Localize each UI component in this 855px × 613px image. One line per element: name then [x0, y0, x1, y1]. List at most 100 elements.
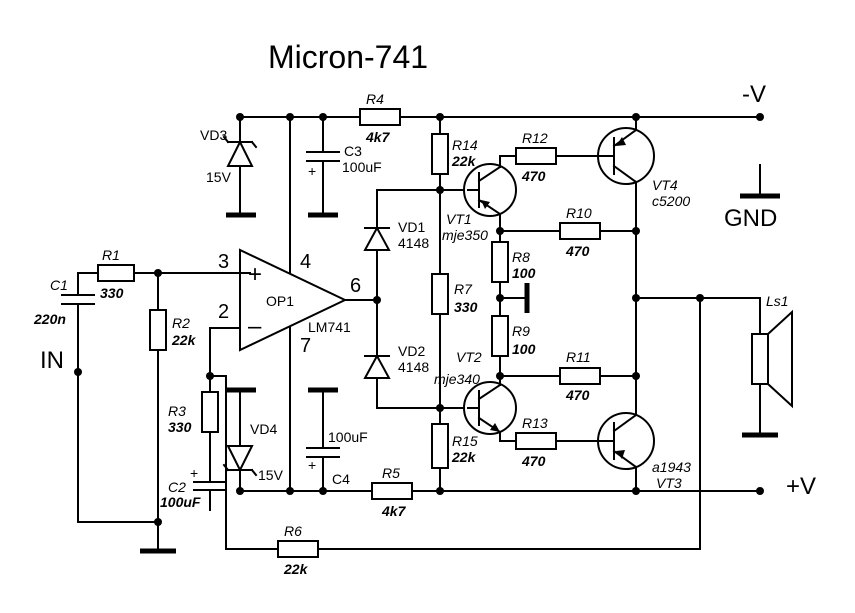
r4-value: 4k7 [365, 129, 391, 145]
vt1-ref: VT1 [446, 211, 472, 227]
r5-ref: R5 [382, 465, 400, 481]
opamp-pin6: 6 [350, 275, 361, 297]
opamp-op1 [209, 116, 378, 492]
opamp-minus: – [248, 313, 262, 340]
resistor-r5 [371, 482, 413, 500]
r14-value: 22k [451, 153, 477, 169]
r12-ref: R12 [522, 130, 548, 146]
capacitor-c3 [306, 116, 340, 215]
resistor-r10 [499, 222, 637, 240]
r1-value: 330 [100, 285, 124, 301]
input-label: IN [40, 347, 64, 374]
c3-ref: C3 [344, 143, 362, 159]
schematic-title: Micron-741 [268, 39, 428, 75]
vt3-part: a1943 [652, 459, 691, 475]
resistor-r1 [97, 264, 251, 282]
c1-value: 220n [33, 311, 66, 327]
positive-rail-label: +V [786, 473, 816, 500]
c2-ref: C2 [168, 479, 186, 495]
zener-vd4 [222, 390, 258, 492]
opamp-part: LM741 [308, 319, 351, 335]
ls1-ref: Ls1 [766, 293, 789, 309]
r6-value: 22k [283, 561, 309, 577]
r6-ref: R6 [284, 523, 302, 539]
r4-ref: R4 [366, 91, 384, 107]
r13-value: 470 [521, 453, 546, 469]
r2-ref: R2 [172, 315, 190, 331]
capacitor-c2 [193, 481, 227, 511]
r11-value: 470 [565, 387, 590, 403]
r8-value: 100 [512, 265, 536, 281]
transistor-vt2 [463, 375, 517, 442]
vd4-ref: VD4 [250, 421, 277, 437]
c2-polarity: + [190, 465, 198, 481]
resistor-r12 [515, 147, 601, 165]
capacitor-c4 [306, 390, 340, 492]
vd1-value: 4148 [398, 235, 429, 251]
opamp-pin3: 3 [218, 251, 229, 273]
resistor-r3 [201, 375, 219, 481]
r7-ref: R7 [454, 281, 473, 297]
c1-ref: C1 [50, 277, 68, 293]
c4-ref: C4 [332, 471, 350, 487]
resistor-r15 [431, 423, 449, 492]
r9-ref: R9 [512, 323, 530, 339]
opamp-pin2: 2 [218, 301, 229, 323]
r7-value: 330 [454, 299, 478, 315]
c3-polarity: + [308, 163, 316, 179]
opamp-plus: + [248, 261, 262, 288]
pos-rail-terminal [756, 487, 764, 495]
opamp-pin4: 4 [300, 251, 311, 273]
resistor-r2 [149, 272, 167, 551]
vd3-value: 15V [206, 169, 232, 185]
vd4-value: 15V [258, 467, 284, 483]
vt2-part: mje340 [434, 371, 480, 387]
vd2-value: 4148 [398, 359, 429, 375]
gnd-label: GND [724, 205, 777, 232]
c4-polarity: + [308, 457, 316, 473]
resistor-r9 [491, 315, 509, 377]
r2-value: 22k [171, 332, 197, 348]
r3-ref: R3 [168, 403, 186, 419]
r8-ref: R8 [512, 249, 530, 265]
zener-vd3 [222, 116, 258, 215]
resistor-r4 [359, 108, 401, 126]
r9-value: 100 [512, 341, 536, 357]
r14-ref: R14 [452, 137, 478, 153]
r15-value: 22k [451, 449, 477, 465]
r12-value: 470 [521, 168, 546, 184]
resistor-r14 [431, 116, 449, 275]
c4-value: 100uF [328, 429, 368, 445]
transistor-vt4 [597, 116, 655, 299]
r5-value: 4k7 [381, 503, 407, 519]
vt1-part: mje350 [442, 227, 488, 243]
gnd-symbol [740, 164, 780, 199]
c3-value: 100uF [342, 159, 382, 175]
speaker-ls1 [751, 297, 793, 435]
vt2-ref: VT2 [456, 349, 482, 365]
r15-ref: R15 [452, 433, 478, 449]
vt4-ref: VT4 [652, 177, 678, 193]
c2-value: 100uF [160, 494, 201, 510]
transistor-vt1 [463, 155, 517, 232]
vd2-ref: VD2 [398, 343, 425, 359]
opamp-ref: OP1 [266, 293, 294, 309]
neg-rail-terminal [756, 113, 764, 121]
r13-ref: R13 [522, 415, 548, 431]
diode-vd2 [363, 353, 391, 379]
resistor-r8 [491, 230, 509, 317]
vt4-part: c5200 [652, 193, 690, 209]
diode-vd1 [363, 225, 391, 251]
r10-value: 470 [565, 243, 590, 259]
resistor-r13 [515, 432, 601, 450]
r3-value: 330 [168, 419, 192, 435]
transistor-vt3 [597, 297, 655, 492]
capacitor-c1 [61, 272, 99, 373]
vt3-ref: VT3 [656, 475, 682, 491]
resistor-r11 [499, 367, 637, 385]
resistor-r7 [431, 273, 449, 425]
negative-rail-label: -V [742, 81, 766, 108]
vd1-ref: VD1 [398, 219, 425, 235]
vd3-ref: VD3 [200, 127, 227, 143]
